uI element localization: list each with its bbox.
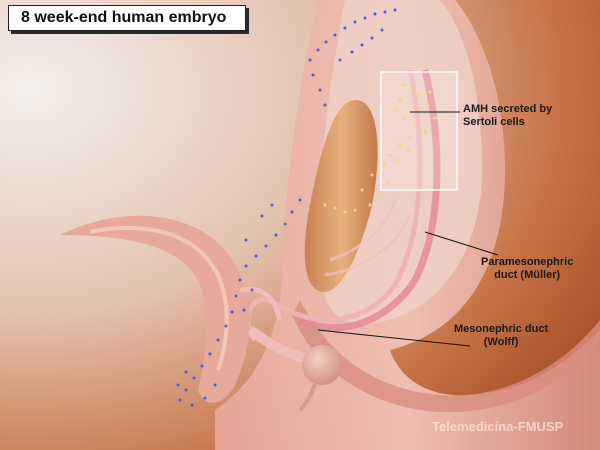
tubule <box>324 214 412 277</box>
figure-title-text: 8 week-end human embryo <box>21 9 227 26</box>
rounded-structure <box>302 345 342 385</box>
amh-label-line: Sertoli cells <box>463 116 525 128</box>
amh-label: AMH secreted by Sertoli cells <box>463 103 552 129</box>
mesonephric-leader-line <box>317 329 471 347</box>
credit-watermark: Telemedicina-FMUSP <box>432 419 564 434</box>
connecting-tube <box>247 325 307 363</box>
amh-label-line: AMH secreted by <box>463 103 553 115</box>
connecting-tube <box>239 286 283 321</box>
horn-structure <box>60 215 250 403</box>
amh-particles <box>323 83 437 214</box>
paramesonephric-label-line: Paramesonephric <box>481 256 574 268</box>
paramesonephric-duct <box>298 69 441 332</box>
horn-highlight <box>89 225 229 371</box>
mesonephric-label-line: Mesonephric duct <box>454 323 549 335</box>
paramesonephric-label: Paramesonephric duct (Müller) <box>481 256 573 282</box>
tubule <box>329 199 397 262</box>
mesonephric-duct <box>268 69 423 323</box>
mesonephric-label-line: (Wolff) <box>483 336 519 348</box>
lower-wall <box>292 300 600 413</box>
amh-highlight-box <box>380 71 458 191</box>
paramesonephric-leader-line <box>424 231 499 256</box>
figure-title: 8 week-end human embryo <box>8 5 246 31</box>
rounded-structure-stalk <box>298 383 317 412</box>
paramesonephric-label-line: duct (Müller) <box>494 269 561 281</box>
blue-cell-particles <box>176 8 397 407</box>
mesonephric-label: Mesonephric duct (Wolff) <box>454 323 548 349</box>
